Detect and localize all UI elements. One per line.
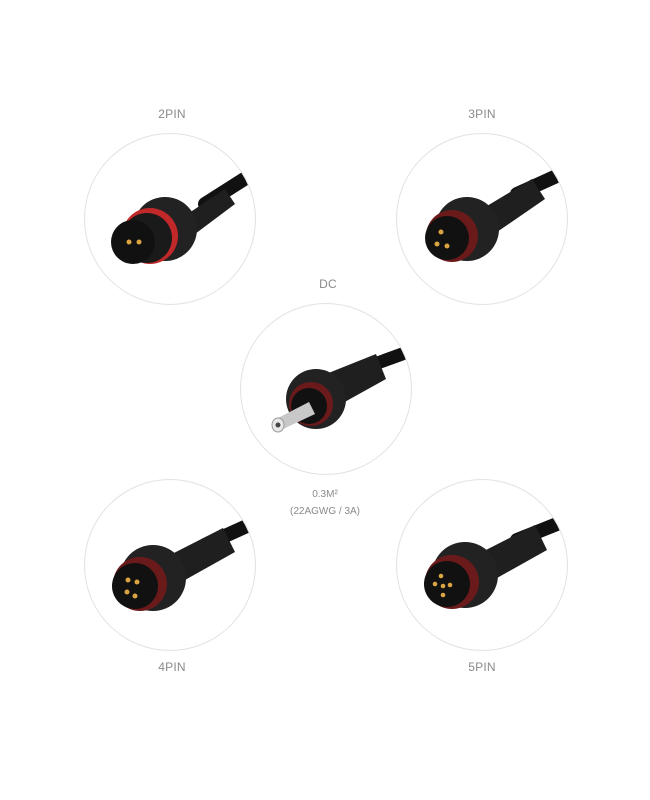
connector-icon <box>424 512 567 609</box>
label-2pin: 2PIN <box>158 107 186 121</box>
connector-2pin-image <box>84 133 256 305</box>
connector-3pin-image <box>396 133 568 305</box>
connector-5pin-image <box>396 479 568 651</box>
label-4pin: 4PIN <box>158 660 186 674</box>
spec-wire-gauge: (22AGWG / 3A) <box>289 506 360 517</box>
connector-4pin-image <box>84 479 256 651</box>
connector-icon <box>425 163 567 262</box>
connector-icon <box>111 163 255 264</box>
label-dc: DC <box>319 277 337 291</box>
spec-wire-area: 0.3M² <box>312 489 338 500</box>
label-3pin: 3PIN <box>468 107 496 121</box>
connector-icon <box>271 343 411 433</box>
label-5pin: 5PIN <box>468 660 496 674</box>
connector-icon <box>112 514 255 611</box>
connector-dc-image <box>240 303 412 475</box>
